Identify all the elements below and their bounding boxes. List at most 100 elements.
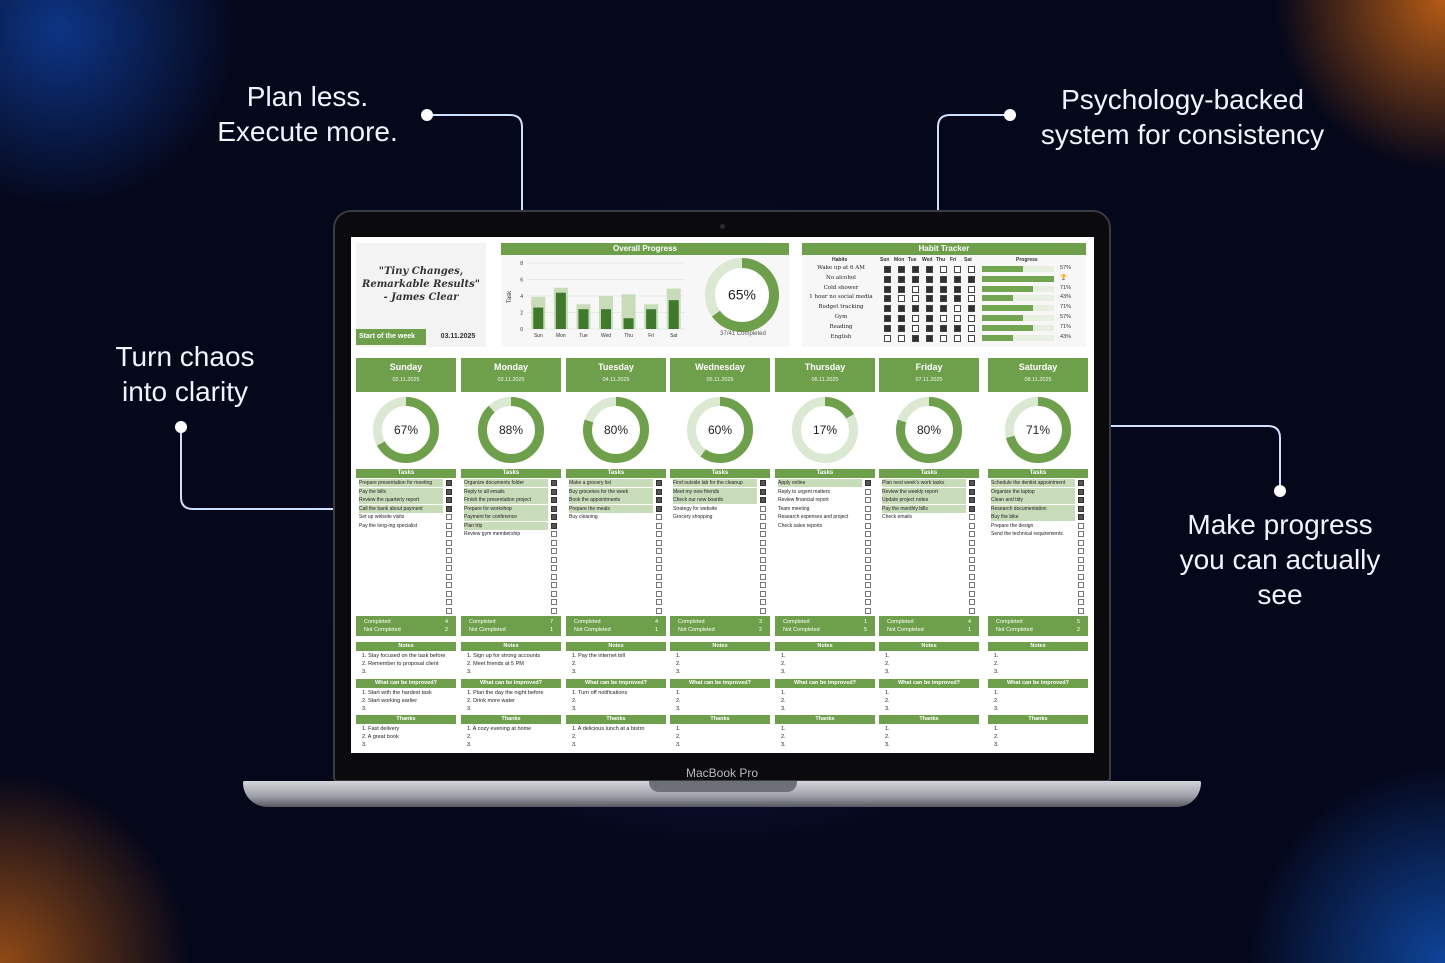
- notes-item[interactable]: 3.: [781, 669, 786, 675]
- habit-checkbox[interactable]: [884, 334, 891, 342]
- notes-item[interactable]: 3.: [676, 669, 681, 675]
- habit-checkbox[interactable]: [954, 315, 961, 322]
- habit-checkbox[interactable]: [954, 305, 961, 313]
- notes-item[interactable]: 1.: [781, 653, 786, 659]
- task-checkbox[interactable]: [969, 573, 975, 580]
- task-checkbox[interactable]: [1078, 556, 1084, 563]
- habit-checkbox[interactable]: [940, 334, 947, 342]
- task-checkbox[interactable]: [551, 607, 557, 614]
- habit-checkbox[interactable]: [926, 315, 933, 322]
- improve-item[interactable]: 2.: [676, 698, 681, 704]
- task-text[interactable]: Buy the bike: [991, 513, 1075, 521]
- habit-checkbox[interactable]: [912, 324, 919, 332]
- task-checkbox[interactable]: [1078, 539, 1084, 546]
- thanks-item[interactable]: 3.: [885, 742, 890, 748]
- thanks-item[interactable]: 2.: [781, 734, 786, 740]
- notes-item[interactable]: 1.: [885, 653, 890, 659]
- task-checkbox[interactable]: [446, 565, 452, 571]
- task-text[interactable]: Finish the presentation project: [464, 496, 548, 504]
- task-text[interactable]: Pay the monthly bills: [882, 504, 966, 513]
- task-checkbox[interactable]: [865, 607, 871, 614]
- task-checkbox[interactable]: [969, 488, 975, 495]
- task-checkbox[interactable]: [760, 497, 766, 503]
- task-checkbox[interactable]: [760, 599, 766, 605]
- task-text[interactable]: Research documentation: [991, 504, 1075, 513]
- task-checkbox[interactable]: [656, 488, 662, 495]
- task-checkbox[interactable]: [969, 590, 975, 597]
- task-checkbox[interactable]: [551, 497, 557, 503]
- habit-checkbox[interactable]: [940, 266, 947, 273]
- notes-item[interactable]: 2. Meet friends at 5 PM: [467, 661, 524, 667]
- improve-item[interactable]: 3.: [572, 706, 577, 712]
- task-text[interactable]: Meet my new friends: [673, 487, 757, 496]
- task-checkbox[interactable]: [656, 556, 662, 563]
- task-checkbox[interactable]: [969, 607, 975, 614]
- habit-checkbox[interactable]: [884, 324, 891, 332]
- task-checkbox[interactable]: [969, 480, 975, 486]
- habit-checkbox[interactable]: [898, 324, 905, 332]
- thanks-item[interactable]: 2.: [572, 734, 577, 740]
- habit-checkbox[interactable]: [926, 305, 933, 313]
- task-checkbox[interactable]: [760, 607, 766, 614]
- habit-checkbox[interactable]: [940, 295, 947, 303]
- task-checkbox[interactable]: [1078, 480, 1084, 486]
- task-checkbox[interactable]: [551, 548, 557, 554]
- task-checkbox[interactable]: [865, 514, 871, 520]
- task-checkbox[interactable]: [865, 582, 871, 588]
- habit-checkbox[interactable]: [912, 285, 919, 293]
- thanks-item[interactable]: 2.: [467, 734, 472, 740]
- habit-checkbox[interactable]: [940, 285, 947, 293]
- task-checkbox[interactable]: [1078, 505, 1084, 512]
- task-checkbox[interactable]: [1078, 607, 1084, 614]
- task-checkbox[interactable]: [760, 505, 766, 512]
- habit-checkbox[interactable]: [954, 266, 961, 273]
- task-text[interactable]: Review gym membership: [464, 531, 521, 537]
- task-checkbox[interactable]: [446, 488, 452, 495]
- thanks-item[interactable]: 3.: [467, 742, 472, 748]
- habit-checkbox[interactable]: [968, 295, 975, 303]
- improve-item[interactable]: 3.: [467, 706, 472, 712]
- task-checkbox[interactable]: [760, 548, 766, 554]
- task-checkbox[interactable]: [551, 505, 557, 512]
- thanks-item[interactable]: 1. A delicious lunch at a bistro: [572, 726, 645, 732]
- habit-checkbox[interactable]: [954, 275, 961, 283]
- notes-item[interactable]: 1. Sign up for strong accounts: [467, 653, 541, 659]
- task-text[interactable]: Call the bank about payment: [359, 504, 443, 513]
- task-checkbox[interactable]: [446, 607, 452, 614]
- task-checkbox[interactable]: [551, 565, 557, 571]
- notes-item[interactable]: 3.: [572, 669, 577, 675]
- habit-checkbox[interactable]: [940, 275, 947, 283]
- task-checkbox[interactable]: [865, 539, 871, 546]
- thanks-item[interactable]: 1.: [781, 726, 786, 732]
- task-text[interactable]: Apply online: [778, 479, 862, 487]
- thanks-item[interactable]: 3.: [676, 742, 681, 748]
- thanks-item[interactable]: 3.: [572, 742, 577, 748]
- task-text[interactable]: Schedule the dentist appointment: [991, 479, 1075, 487]
- task-checkbox[interactable]: [446, 582, 452, 588]
- thanks-item[interactable]: 3.: [781, 742, 786, 748]
- task-checkbox[interactable]: [865, 599, 871, 605]
- habit-checkbox[interactable]: [926, 275, 933, 283]
- habit-checkbox[interactable]: [940, 315, 947, 322]
- habit-checkbox[interactable]: [884, 275, 891, 283]
- improve-item[interactable]: 1. Turn off notifications: [572, 690, 628, 696]
- task-text[interactable]: Prepare presentation for meeting: [359, 479, 443, 487]
- task-checkbox[interactable]: [760, 514, 766, 520]
- task-checkbox[interactable]: [551, 599, 557, 605]
- task-checkbox[interactable]: [760, 522, 766, 529]
- task-checkbox[interactable]: [656, 505, 662, 512]
- task-checkbox[interactable]: [446, 531, 452, 537]
- habit-checkbox[interactable]: [926, 324, 933, 332]
- notes-item[interactable]: 2.: [885, 661, 890, 667]
- task-checkbox[interactable]: [760, 565, 766, 571]
- task-checkbox[interactable]: [551, 488, 557, 495]
- task-checkbox[interactable]: [656, 531, 662, 537]
- improve-item[interactable]: 3.: [362, 706, 367, 712]
- task-checkbox[interactable]: [446, 548, 452, 554]
- task-checkbox[interactable]: [1078, 514, 1084, 520]
- task-checkbox[interactable]: [656, 497, 662, 503]
- habit-checkbox[interactable]: [954, 334, 961, 342]
- habit-checkbox[interactable]: [954, 295, 961, 303]
- task-checkbox[interactable]: [1078, 488, 1084, 495]
- task-text[interactable]: Set up website visits: [359, 514, 405, 520]
